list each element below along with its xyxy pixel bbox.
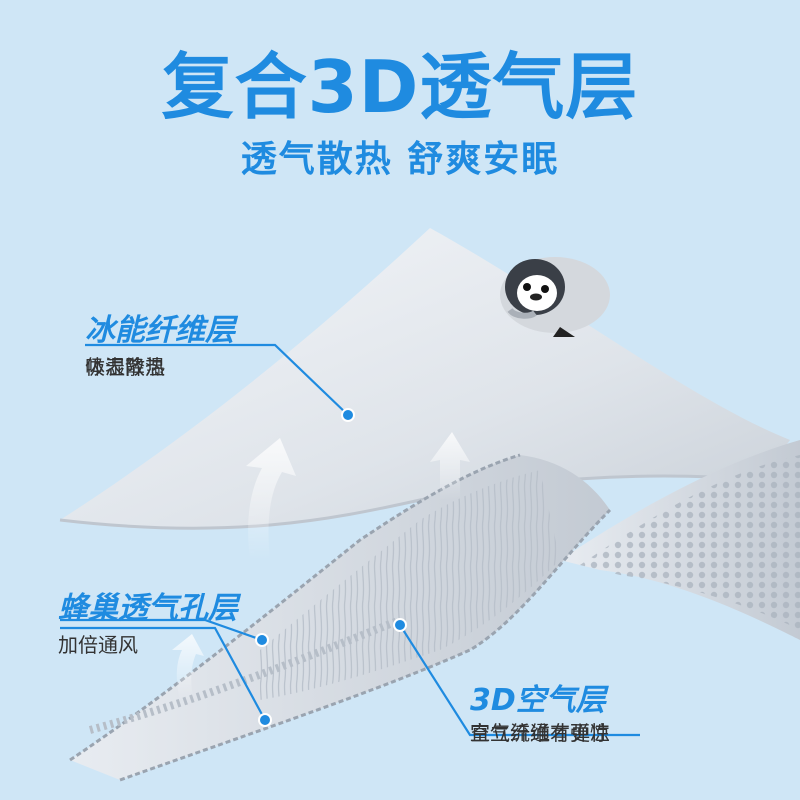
layer-desc-line: 空气流通才更凉: [470, 721, 610, 745]
penguin-icon: [500, 257, 610, 337]
page-title: 复合3D透气层: [161, 45, 639, 129]
page-subtitle: 透气散热 舒爽安眠: [240, 139, 560, 180]
layer-desc-line: 直立纤维有弹性: [470, 721, 610, 745]
layer-title-honeycomb: 蜂巢透气孔层: [58, 591, 238, 626]
layer-desc-line: 体表降温: [85, 355, 165, 379]
layer-title-cooling: 冰能纤维层: [85, 313, 235, 348]
airflow-arrow-icon: [172, 432, 470, 700]
callout-dot: [341, 408, 355, 422]
cooling-fiber-sheet: [60, 228, 790, 529]
callout-dot: [255, 633, 269, 647]
layer-desc-line: 吸湿散热: [85, 355, 165, 379]
callout-dot: [258, 713, 272, 727]
layer-title-air3d: 3D空气层: [470, 683, 606, 718]
layer-desc-line: 加倍通风: [58, 633, 138, 657]
callout-lines: [60, 343, 640, 737]
callout-dot: [393, 618, 407, 632]
